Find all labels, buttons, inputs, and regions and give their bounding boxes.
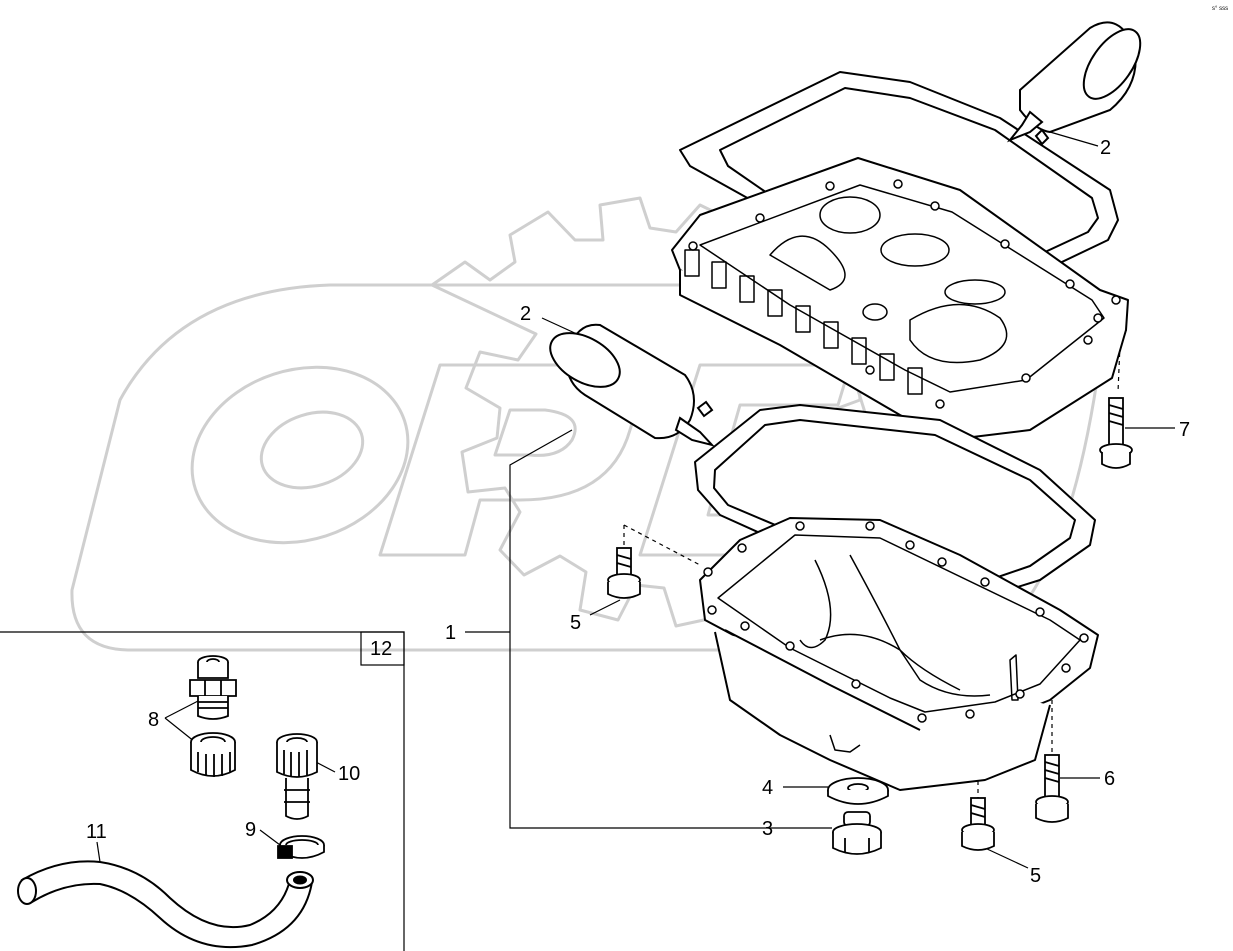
callout-9: 9 xyxy=(245,819,256,841)
fitting-8-nut xyxy=(190,732,236,777)
lower-gasket xyxy=(694,404,1096,606)
callout-2-top: 2 xyxy=(1100,137,1111,159)
bolt-5-upper xyxy=(607,547,641,599)
sealant-tube-top xyxy=(1006,21,1142,146)
callout-6: 6 xyxy=(1104,768,1115,790)
hose-11 xyxy=(17,860,314,949)
callout-10: 10 xyxy=(338,763,360,785)
lower-oil-pan xyxy=(699,517,1099,791)
callout-labels: 1 2 2 3 4 5 5 6 7 8 9 10 11 12 xyxy=(86,137,1190,887)
callout-3: 3 xyxy=(762,818,773,840)
fitting-8-adapter xyxy=(189,655,237,720)
hose-connector-10 xyxy=(276,733,318,820)
bolt-6 xyxy=(1035,754,1069,823)
callout-5-upper: 5 xyxy=(570,612,581,634)
callout-12: 12 xyxy=(370,638,392,660)
callout-11: 11 xyxy=(86,821,107,843)
callout-8: 8 xyxy=(148,709,159,731)
callout-1: 1 xyxy=(445,622,456,644)
sealant-tube-middle xyxy=(549,323,716,447)
washer-4 xyxy=(827,777,889,805)
callout-5-lower: 5 xyxy=(1030,865,1041,887)
callout-7: 7 xyxy=(1179,419,1190,441)
upper-oil-pan xyxy=(671,157,1129,441)
bolt-7 xyxy=(1099,397,1133,469)
leader-lines xyxy=(96,131,1175,869)
callout-4: 4 xyxy=(762,777,773,799)
kit-box xyxy=(0,631,405,951)
corner-code: s° sss xyxy=(1212,6,1228,12)
drain-plug-3 xyxy=(832,811,882,855)
hose-clamp-9 xyxy=(277,835,325,859)
callout-2-mid: 2 xyxy=(520,303,531,325)
bolt-5-lower xyxy=(961,797,995,851)
